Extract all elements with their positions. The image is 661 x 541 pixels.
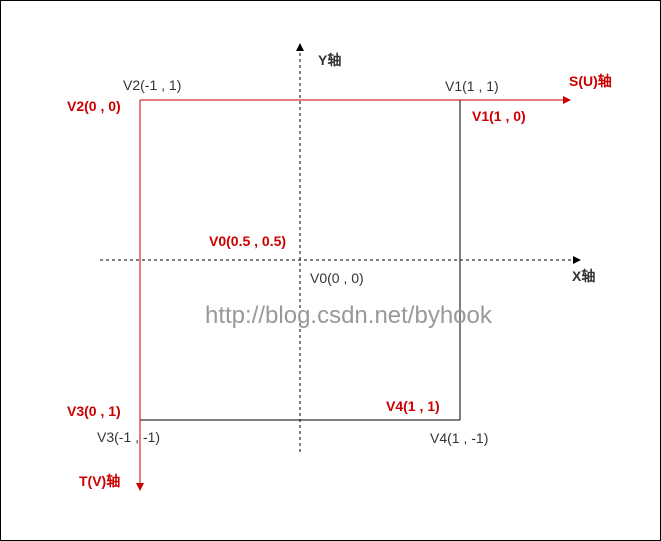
- vertex-v1-texcoord-label: V1(1 , 0): [472, 108, 526, 124]
- watermark-text: http://blog.csdn.net/byhook: [205, 302, 492, 329]
- vertex-v2-position-label: V2(-1 , 1): [123, 77, 182, 93]
- vertex-v0-position-label: V0(0 , 0): [310, 270, 364, 286]
- vertex-v4-texcoord-label: V4(1 , 1): [386, 398, 440, 414]
- vertex-v4-position-label: V4(1 , -1): [430, 430, 489, 446]
- vertex-v3-texcoord-label: V3(0 , 1): [67, 403, 121, 419]
- s-axis-label: S(U)轴: [569, 73, 612, 89]
- x-axis-label: X轴: [572, 268, 596, 284]
- vertex-v1-position-label: V1(1 , 1): [445, 78, 499, 94]
- vertex-v3-position-label: V3(-1 , -1): [97, 429, 161, 445]
- y-axis-label: Y轴: [318, 52, 342, 68]
- vertex-v2-texcoord-label: V2(0 , 0): [67, 98, 121, 114]
- vertex-v0-texcoord-label: V0(0.5 , 0.5): [209, 233, 287, 249]
- t-axis-label: T(V)轴: [79, 473, 121, 489]
